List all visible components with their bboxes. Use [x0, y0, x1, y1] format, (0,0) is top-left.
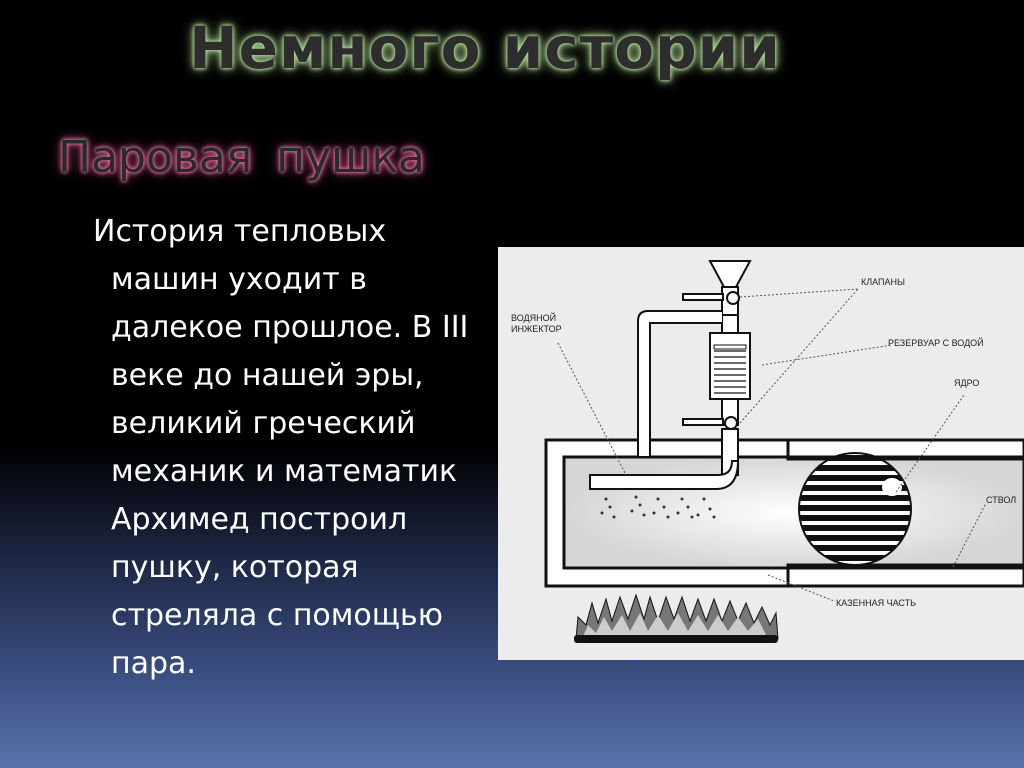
- slide-subtitle: Паровая пушка: [58, 132, 425, 183]
- paragraph-line: великий греческий: [111, 406, 416, 441]
- label-breech: КАЗЕННАЯ ЧАСТЬ: [836, 598, 916, 608]
- ball-outline: [798, 452, 912, 566]
- paragraph-line: стреляла с помощью: [111, 598, 443, 633]
- label-core: ЯДРО: [954, 378, 979, 388]
- cannon-ball: [799, 453, 911, 565]
- paragraph-line: История тепловых: [93, 214, 387, 249]
- paragraph-line: механик и математик: [111, 454, 458, 489]
- label-water-reservoir: РЕЗЕРВУАР С ВОДОЙ: [888, 337, 984, 348]
- paragraph-line: пушку, которая: [111, 550, 359, 585]
- paragraph-line: пара.: [111, 646, 196, 681]
- paragraph-line: Архимед построил: [111, 502, 408, 537]
- label-water-injector-2: ИНЖЕКТОР: [511, 324, 562, 334]
- water-reservoir: [637, 260, 752, 476]
- steam-cannon-diagram: КЛАПАНЫ ВОДЯНОЙ ИНЖЕКТОР РЕЗЕРВУАР С ВОД…: [498, 247, 1024, 660]
- paragraph-line: далекое прошлое. В III: [111, 310, 469, 345]
- label-valves: КЛАПАНЫ: [861, 277, 905, 287]
- label-water-injector-1: ВОДЯНОЙ: [511, 312, 556, 323]
- slide-title: Немного истории: [189, 14, 781, 82]
- paragraph-line: машин уходит в: [111, 262, 367, 297]
- barrel-body: [544, 438, 1024, 588]
- callout-lines: [557, 288, 987, 602]
- water-injector: [589, 460, 740, 519]
- label-barrel: СТВОЛ: [986, 495, 1016, 505]
- body-paragraph: История тепловых машин уходит в далекое …: [93, 208, 506, 688]
- paragraph-line: веке до нашей эры,: [111, 358, 424, 393]
- diagram-svg: КЛАПАНЫ ВОДЯНОЙ ИНЖЕКТОР РЕЗЕРВУАР С ВОД…: [511, 260, 1024, 643]
- fire: [574, 593, 779, 643]
